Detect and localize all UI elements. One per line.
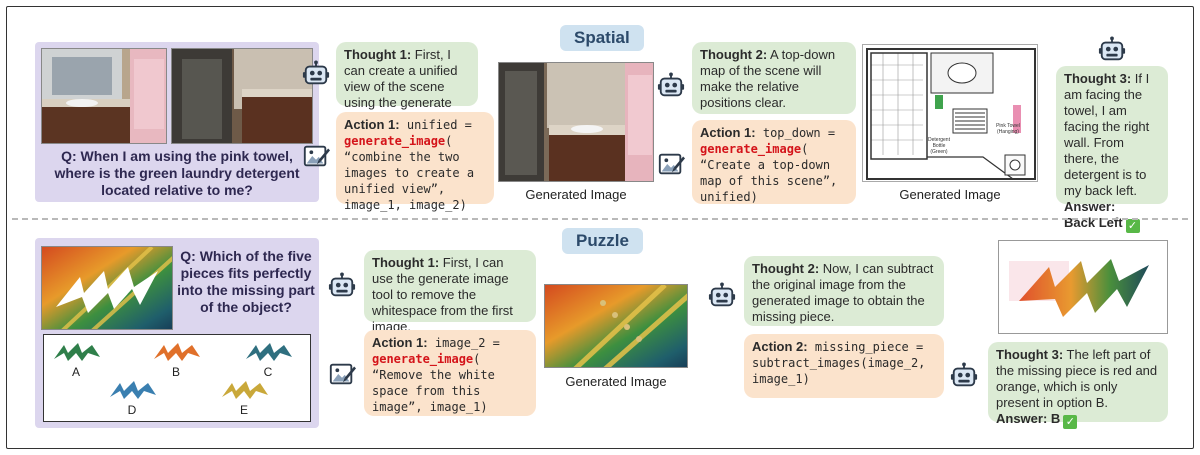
thought-2-label: Thought 2:: [700, 47, 768, 62]
action-1-assign: image_2 =: [427, 336, 500, 350]
option-piece-e: [222, 381, 268, 399]
action-2-args: ( “Create a top-down map of this scene”,…: [700, 142, 838, 204]
robot-icon: [657, 72, 685, 100]
action-2-function: generate_image: [700, 142, 802, 156]
robot-icon: [302, 60, 330, 88]
robot-icon: [950, 362, 978, 390]
option-label-b: B: [171, 365, 180, 379]
thought-3-label: Thought 3:: [1064, 71, 1132, 86]
action-1-args: ( “combine the two images to create a un…: [344, 134, 475, 212]
option-piece-a: [54, 343, 100, 361]
option-label-a: A: [71, 365, 80, 379]
spatial-action-2: Action 1: top_down = generate_image( “Cr…: [692, 120, 856, 204]
generated-image-caption-2: Generated Image: [899, 187, 1001, 202]
answer-label: Answer:: [1064, 199, 1116, 214]
spatial-thought-1: Thought 1: First, I can create a unified…: [336, 42, 478, 126]
map-label-detergent: Detergent Bottle (Green): [928, 137, 950, 155]
option-piece-c: [246, 343, 292, 361]
option-piece-b: [154, 343, 200, 361]
thought-3-text: If I am facing the towel, I am facing th…: [1064, 71, 1150, 198]
thought-2-text: Now, I can subtract the original image f…: [752, 261, 934, 324]
thought-2-text: A top-down map of the scene will make th…: [700, 47, 836, 110]
puzzle-thought-1: Thought 1: First, I can use the generate…: [364, 250, 536, 334]
puzzle-options-box: A B C D E: [43, 334, 311, 422]
input-image-2: [171, 48, 313, 144]
image-tool-icon: [657, 150, 685, 178]
map-label-towel: Pink Towel (Hanging): [996, 123, 1020, 135]
thought-2-label: Thought 2:: [752, 261, 820, 276]
puzzle-thought-3: Thought 3: The left part of the missing …: [988, 342, 1168, 429]
puzzle-action-2: Action 2: missing_piece = subtract_image…: [744, 334, 944, 398]
puzzle-question-text: Q: Which of the five pieces fits perfect…: [177, 248, 315, 315]
puzzle-question-panel: Q: Which of the five pieces fits perfect…: [35, 238, 319, 428]
action-2-label: Action 1:: [700, 125, 756, 140]
answer-value: B: [1050, 411, 1061, 426]
action-1-args: ( “Remove the white space from this imag…: [372, 352, 495, 414]
check-mark-icon: ✓: [1063, 415, 1078, 429]
thought-3-label: Thought 3:: [996, 347, 1064, 362]
thought-1-label: Thought 1:: [344, 47, 412, 62]
thought-1-text: First, I can use the generate image tool…: [372, 255, 513, 334]
figure-frame: [6, 6, 1194, 449]
action-1-label: Action 1:: [372, 335, 428, 350]
puzzle-action-1: Action 1: image_2 = generate_image( “Rem…: [364, 330, 536, 416]
input-image-1: [41, 48, 167, 144]
action-1-label: Action 1:: [344, 117, 400, 132]
check-mark-icon: ✓: [1125, 219, 1140, 233]
generated-image-caption: Generated Image: [565, 374, 667, 389]
option-piece-d: [110, 381, 156, 399]
thought-1-label: Thought 1:: [372, 255, 440, 270]
puzzle-input-image: [41, 246, 173, 330]
robot-icon: [1098, 36, 1126, 64]
robot-icon: [708, 282, 736, 310]
section-tag-puzzle: Puzzle: [562, 228, 643, 254]
action-1-function: generate_image: [344, 134, 446, 148]
option-label-d: D: [127, 403, 137, 417]
spatial-question-text: Q: When I am using the pink towel, where…: [54, 148, 300, 198]
spatial-action-1: Action 1: unified = generate_image( “com…: [336, 112, 494, 212]
spatial-thought-2: Thought 2: A top-down map of the scene w…: [692, 42, 856, 114]
action-1-assign: unified =: [399, 118, 472, 132]
option-label-e: E: [239, 403, 248, 417]
generated-image-unified: [498, 62, 654, 182]
action-2-assign: top_down =: [755, 126, 836, 140]
robot-icon: [328, 272, 356, 300]
section-divider: [12, 218, 1188, 220]
option-label-c: C: [263, 365, 273, 379]
spatial-question-panel: Q: When I am using the pink towel, where…: [35, 42, 319, 202]
generated-image-caption-1: Generated Image: [525, 187, 627, 202]
image-tool-icon: [328, 360, 356, 388]
image-tool-icon: [302, 142, 330, 170]
spatial-thought-3: Thought 3: If I am facing the towel, I a…: [1056, 66, 1168, 233]
section-tag-spatial: Spatial: [560, 25, 644, 51]
puzzle-thought-2: Thought 2: Now, I can subtract the origi…: [744, 256, 944, 326]
action-2-label: Action 2:: [752, 339, 808, 354]
generated-image-filled-puzzle: [544, 284, 688, 368]
thought-3-text: The left part of the missing piece is re…: [996, 347, 1158, 410]
generated-image-top-down-map: Detergent Bottle (Green) Pink Towel (Han…: [862, 44, 1038, 182]
action-1-function: generate_image: [372, 352, 474, 366]
action-2-code: missing_piece = subtract_images(image_2,…: [752, 340, 926, 386]
missing-piece-image: [998, 240, 1168, 334]
answer-label: Answer:: [996, 411, 1048, 426]
